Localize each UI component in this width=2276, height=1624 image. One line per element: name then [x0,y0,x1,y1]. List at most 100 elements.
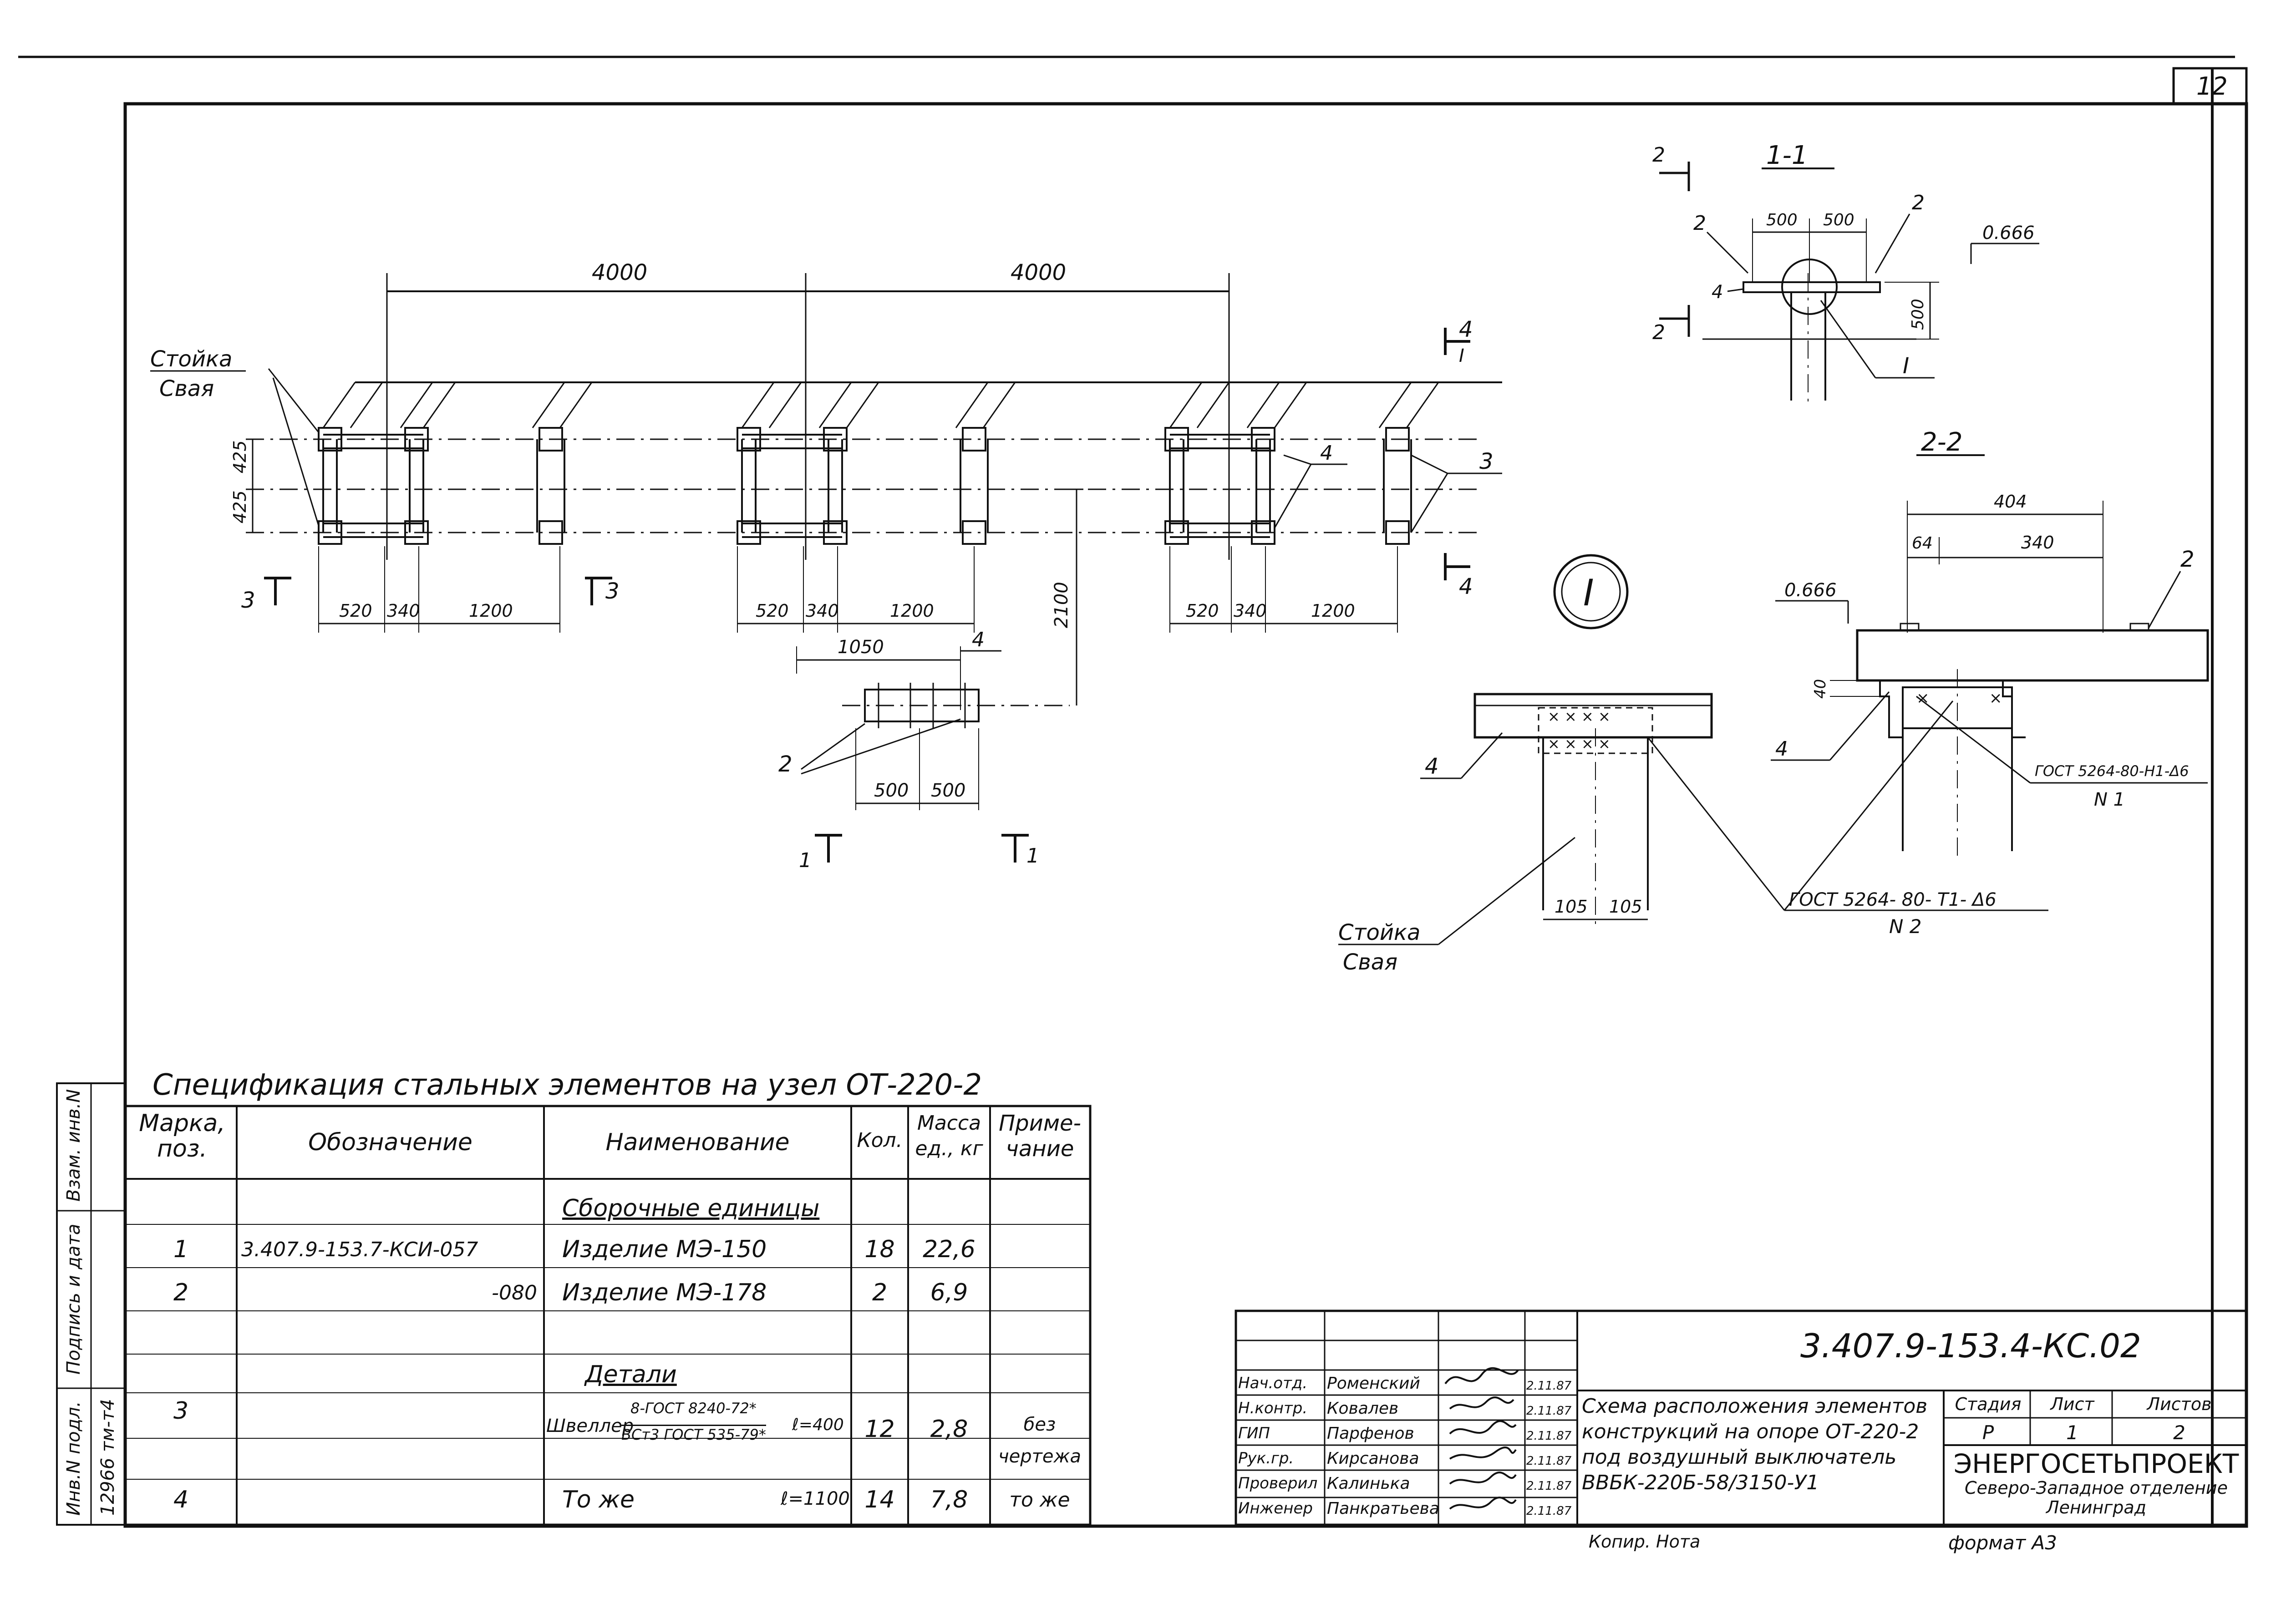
spec-row2-pos: 2 [173,1279,189,1306]
stamp-cell-podpis: Подпись и дата [63,1224,84,1375]
section-4-top: 4 [1459,317,1473,342]
callout-4-node: 4 [1425,754,1439,779]
name-5: Панкратьева [1327,1499,1439,1518]
spec-group-details: Детали [585,1361,677,1388]
description-line-2: конструкций на опоре ОТ-220-2 [1582,1420,1919,1443]
spec-row2-qty: 2 [872,1279,888,1306]
spec-row1-pos: 1 [173,1236,189,1263]
date-1: 2.11.87 [1526,1404,1572,1418]
spec-row4-pos: 4 [173,1486,189,1513]
roles-column: Нач.отд. Н.контр. ГИП Рук.гр. Проверил И… [1238,1371,1317,1521]
sheet-frame: 12 [18,56,2248,1528]
description-line-3: под воздушный выключатель [1582,1446,1897,1469]
stamp-cell-vzam: Взам. инв.N [63,1089,84,1202]
role-3: Рук.гр. [1238,1449,1294,1467]
dim-1200-g3: 1200 [1311,601,1355,621]
sheet-value: 1 [2066,1421,2078,1444]
date-5: 2.11.87 [1526,1504,1572,1518]
callout-2-left-11: 2 [1693,212,1706,235]
callout-2-right-11: 2 [1912,191,1925,214]
title-block-text: 3.407.9-153.4-КС.02 Нач.отд. Н.контр. ГИ… [1236,1311,2246,1525]
names-column: Роменский Ковалев Парфенов Кирсанова Кал… [1327,1371,1439,1521]
dim-500-vert-11: 500 [1909,299,1927,330]
level-0666-11: 0.666 [1982,223,2035,244]
date-2: 2.11.87 [1526,1429,1572,1443]
dim-500-a: 500 [874,780,909,801]
plan-view: 4000 4000 [150,260,1502,705]
dim-425-a: 425 [230,440,250,473]
label-svaya: Свая [159,376,214,401]
date-0: 2.11.87 [1526,1379,1572,1393]
dim-340-g1: 340 [387,601,420,621]
dim-520-g3: 520 [1186,601,1219,621]
dim-1200-g1: 1200 [469,601,513,621]
signature-scribbles [1444,1367,1519,1510]
dim-2100: 2100 [1051,582,1072,628]
dim-1050: 1050 [838,637,884,658]
dim-105-a: 105 [1555,897,1588,917]
node-I-symbol: I [1583,572,1594,614]
level-0666-22: 0.666 [1784,580,1837,601]
callout-3-plan: 3 [1479,449,1494,474]
callout-4-plan: 4 [1320,442,1333,465]
date-3: 2.11.87 [1526,1454,1572,1468]
name-0: Роменский [1327,1374,1420,1393]
hatching [322,382,1439,428]
spec-row2-name: Изделие МЭ-178 [562,1279,767,1306]
section-2-marker-bottom: 2 [1652,321,1665,344]
dim-500-b: 500 [931,780,965,801]
plan-bolts [318,427,1410,545]
spec-row1-name: Изделие МЭ-150 [562,1236,767,1263]
name-4: Калинька [1327,1474,1410,1493]
weld-1-no: N 1 [2094,789,2125,810]
weld-2-no: N 2 [1889,915,1922,938]
sheet-label: Лист [2050,1394,2094,1414]
spec-row3-qty: 12 [864,1416,895,1443]
weld-x-row2: × × × × [1548,735,1610,752]
spec-row1-designation: 3.407.9-153.7-КСИ-057 [241,1238,478,1261]
label-stoika: Стойка [150,346,232,372]
description-line-1: Схема расположения элементов [1582,1395,1928,1418]
spec-row2-mass: 6,9 [930,1279,968,1306]
spec-row4-note: то же [1009,1488,1070,1512]
name-1: Ковалев [1327,1399,1399,1418]
spec-row4-length: ℓ=1100 [781,1488,850,1509]
callout-2-detail: 2 [778,751,793,777]
org-city: Ленинград [2046,1497,2146,1517]
callout-4-11: 4 [1712,282,1723,303]
name-3: Кирсанова [1327,1449,1419,1468]
spec-header-note: Приме- чание [999,1111,1081,1162]
section-2-2-view: 2-2 404 64 340 0.666 × × 40 2 4 [1771,427,2209,860]
dim-1200-g2: 1200 [890,601,934,621]
spec-row3-name: Швеллер [546,1416,634,1436]
left-stamp: Взам. инв.N Подпись и дата Инв.N подл. 1… [56,1082,126,1526]
dim-340-g2: 340 [806,601,839,621]
spec-row2-designation: -080 [492,1281,537,1304]
weld-1-label: ГОСТ 5264-80-Н1-Δ6 [2035,762,2189,780]
role-5: Инженер [1238,1499,1313,1517]
section-3-right: 3 [605,579,620,604]
stage-label: Стадия [1955,1394,2022,1414]
spec-row3-length: ℓ=400 [792,1416,844,1434]
label-stoika-node: Стойка [1338,920,1420,945]
dim-105-b: 105 [1609,897,1642,917]
dim-340-22: 340 [2021,533,2054,553]
section-3-left: 3 [241,588,255,613]
label-svaya-node: Свая [1343,949,1397,975]
dim-425-b: 425 [230,490,250,523]
spec-row3-name-top: 8-ГОСТ 8240-72* [630,1400,757,1417]
spec-row3-mass: 2,8 [930,1416,968,1443]
section-1-1-title: 1-1 [1766,141,1808,170]
org-name: ЭНЕРГОСЕТЬПРОЕКТ [1953,1448,2239,1479]
node-label-11: I [1903,353,1909,379]
dim-520-g1: 520 [339,601,372,621]
dim-520-g2: 520 [756,601,789,621]
name-2: Парфенов [1327,1424,1414,1443]
dim-64: 64 [1912,534,1933,553]
stamp-cell-inv: Инв.N подл. [63,1401,84,1516]
spec-header-pos: Марка, поз. [139,1110,225,1162]
spec-row4-name: То же [562,1486,635,1513]
callout-2-22: 2 [2180,547,2195,572]
role-4: Проверил [1238,1474,1318,1492]
sheets-value: 2 [2173,1421,2185,1444]
